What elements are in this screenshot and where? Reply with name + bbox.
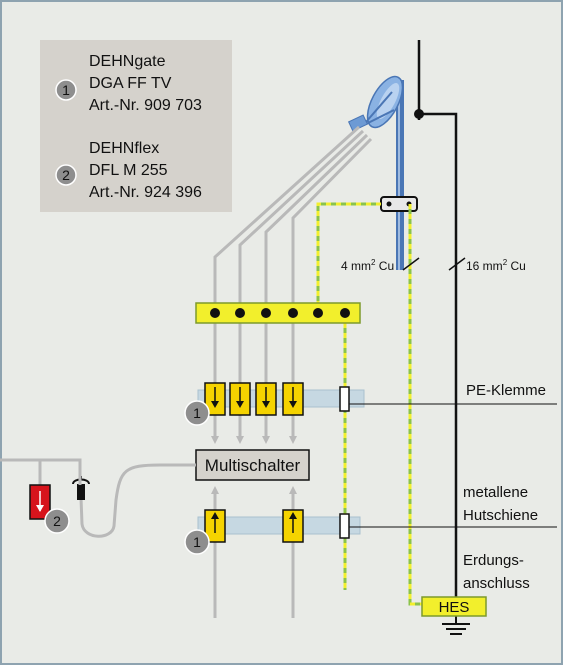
din-rail-bottom xyxy=(197,516,361,535)
svg-text:2: 2 xyxy=(53,513,61,529)
multiswitch-label: Multischalter xyxy=(205,456,301,475)
legend-marker-1 xyxy=(55,79,77,101)
pe-label: PE-Klemme xyxy=(466,382,546,399)
earth-label-1: Erdungs- xyxy=(463,552,524,569)
legend-item-2: 2 DEHNflex DFL M 255 Art.-Nr. 924 396 xyxy=(55,140,202,201)
coax-cable-output xyxy=(79,463,196,538)
mains-supply xyxy=(0,458,82,488)
legend-marker-1-text: 1 xyxy=(62,82,70,98)
dehnflex-device xyxy=(29,484,51,520)
legend-item-1-name: DEHNgate xyxy=(89,53,166,70)
cu16-label: 16 mm2 Cu xyxy=(466,258,526,273)
pe-terminal-top xyxy=(339,386,350,412)
legend-item-2-type: DFL M 255 xyxy=(89,162,168,179)
svg-text:1: 1 xyxy=(193,405,201,421)
marker-arrester-bottom: 1 xyxy=(184,529,210,555)
antenna-mast xyxy=(396,80,404,270)
arrester xyxy=(282,509,304,543)
main-earthing-busbar: HES xyxy=(421,596,487,617)
svg-text:1: 1 xyxy=(193,534,201,550)
arrester xyxy=(204,509,226,543)
arrester xyxy=(255,382,277,416)
legend-marker-2 xyxy=(55,164,77,186)
legend-item-2-article: Art.-Nr. 924 396 xyxy=(89,184,202,201)
cu4-slash xyxy=(402,257,420,271)
arresters-bottom xyxy=(204,509,304,543)
pe-conductors xyxy=(316,202,422,606)
legend-item-1-article: Art.-Nr. 909 703 xyxy=(89,97,202,114)
satellite-dish-icon xyxy=(347,75,404,132)
cu16-slash xyxy=(448,257,466,271)
legend-item-2-name: DEHNflex xyxy=(89,140,159,157)
legend: 1 DEHNgate DGA FF TV Art.-Nr. 909 703 2 … xyxy=(40,40,232,212)
arrester xyxy=(282,382,304,416)
rail-label-1: metallene xyxy=(463,484,528,501)
marker-arrester-top: 1 xyxy=(184,400,210,426)
hes-label: HES xyxy=(439,599,470,616)
pe-terminal-bottom xyxy=(339,513,350,539)
legend-item-1: 1 DEHNgate DGA FF TV Art.-Nr. 909 703 xyxy=(55,53,202,114)
arrester xyxy=(204,382,226,416)
equipotential-busbar xyxy=(195,302,361,324)
arrester xyxy=(229,382,251,416)
mast-earthing-clamp xyxy=(380,196,418,212)
rail-label-2: Hutschiene xyxy=(463,507,538,524)
cu4-label: 4 mm2 Cu xyxy=(341,258,394,273)
arresters-top xyxy=(204,382,304,416)
marker-flex: 2 xyxy=(44,508,70,534)
earth-label-2: anschluss xyxy=(463,575,530,592)
legend-item-1-type: DGA FF TV xyxy=(89,75,172,92)
coax-cables-lnb xyxy=(211,125,373,444)
multiswitch: Multischalter xyxy=(195,449,310,481)
legend-marker-2-text: 2 xyxy=(62,167,70,183)
